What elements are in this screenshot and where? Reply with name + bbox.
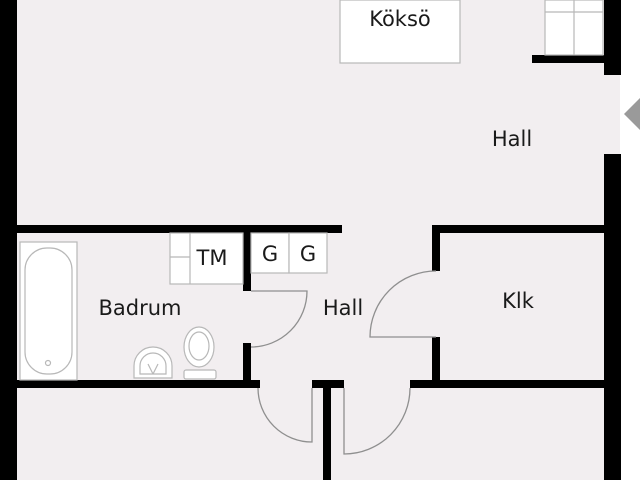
wall-bathroom-right-lower — [243, 343, 251, 387]
outside-area — [620, 0, 640, 480]
stair — [544, 0, 604, 56]
wall-lower-partition — [323, 388, 331, 480]
door-lower-right — [343, 387, 411, 455]
wall-closet-left-lower — [432, 337, 440, 383]
room-label-closet: Klk — [502, 289, 535, 313]
door-closet — [369, 270, 437, 338]
bathtub-icon — [19, 241, 78, 381]
wall-right-lower — [604, 154, 621, 480]
fixture-label-cabinet-left: G — [262, 242, 278, 266]
room-label-hall-top: Hall — [492, 127, 532, 151]
wall-stair-niche — [532, 55, 612, 63]
wall-left-exterior — [0, 0, 17, 480]
wall-closet-left-upper — [432, 225, 440, 271]
room-label-bathroom: Badrum — [98, 296, 181, 320]
wall-bathroom-right-upper — [243, 233, 251, 291]
wall-bottom-right — [410, 380, 604, 388]
toilet-icon — [183, 326, 217, 380]
room-label-kitchen-island: Köksö — [369, 7, 431, 31]
cabinet-box-right — [288, 232, 328, 274]
wall-bathroom-top — [17, 225, 342, 233]
room-label-hall-center: Hall — [323, 296, 363, 320]
wall-bottom-mid — [312, 380, 344, 388]
sink-icon — [133, 346, 173, 379]
wall-bottom-left — [17, 380, 260, 388]
walls — [0, 0, 621, 480]
cabinet-box-left — [250, 232, 290, 274]
door-bathroom — [250, 290, 308, 348]
kitchen-island — [339, 0, 461, 64]
entry-arrow-icon — [624, 98, 640, 130]
laundry-cabinets — [169, 232, 328, 285]
fixture-label-washer: TM — [196, 246, 228, 270]
fixture-label-cabinet-right: G — [300, 242, 316, 266]
door-lower-left — [257, 387, 313, 443]
washer-box — [169, 232, 244, 285]
doors — [250, 270, 437, 455]
wall-right-upper — [604, 0, 621, 75]
wall-closet-top — [432, 225, 604, 233]
